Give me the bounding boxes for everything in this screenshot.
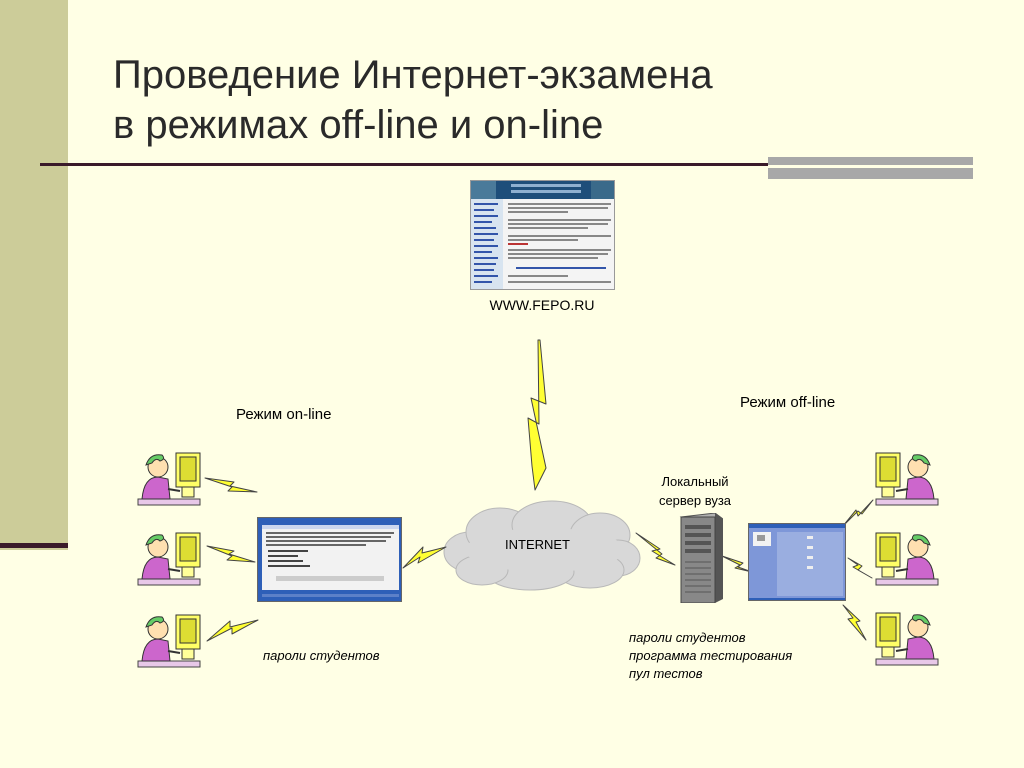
local-server-label-line-1: Локальный (661, 474, 729, 489)
title-gray-bar (768, 157, 973, 179)
online-mode-label: Режим on-line (236, 406, 332, 423)
lightning-bolt-icon (206, 545, 256, 563)
title-line-2: в режимах off-line и on-line (113, 103, 604, 147)
fepo-website-screenshot (470, 180, 615, 290)
lightning-bolt-icon (527, 339, 547, 491)
lightning-bolt-icon (402, 546, 447, 569)
sidebar-accent-line (0, 543, 68, 548)
local-server-label-line-2: сервер вуза (658, 493, 732, 508)
person-at-computer-icon (137, 532, 201, 586)
offline-test-screen (748, 523, 846, 601)
title-line-1: Проведение Интернет-экзамена (113, 53, 713, 97)
offline-caption-line-1: пароли студентов (629, 630, 746, 645)
lightning-bolt-icon (206, 619, 259, 642)
lightning-bolt-icon (635, 532, 676, 566)
person-at-computer-icon (875, 452, 939, 506)
local-server-label: Локальный сервер вуза (630, 472, 760, 510)
online-test-screen (257, 517, 402, 602)
lightning-bolt-icon (847, 557, 873, 579)
person-at-computer-icon (137, 614, 201, 668)
internet-label: INTERNET (505, 537, 570, 552)
person-at-computer-icon (875, 612, 939, 666)
title-underline (40, 163, 770, 166)
website-label: WWW.FEPO.RU (489, 297, 595, 313)
offline-caption: пароли студентов программа тестирования … (629, 629, 792, 683)
person-at-computer-icon (875, 532, 939, 586)
lightning-bolt-icon (842, 499, 874, 527)
sidebar-decoration (0, 0, 68, 550)
lightning-bolt-icon (842, 604, 867, 641)
lightning-bolt-icon (204, 477, 258, 493)
page-title: Проведение Интернет-экзамена в режимах o… (113, 50, 713, 150)
offline-caption-line-2: программа тестирования (629, 648, 793, 663)
offline-mode-label: Режим off-line (740, 394, 836, 411)
online-caption: пароли студентов (263, 648, 380, 663)
internet-cloud-icon (443, 500, 641, 591)
person-at-computer-icon (137, 452, 201, 506)
server-tower-icon (675, 513, 723, 603)
offline-caption-line-3: пул тестов (629, 666, 703, 681)
